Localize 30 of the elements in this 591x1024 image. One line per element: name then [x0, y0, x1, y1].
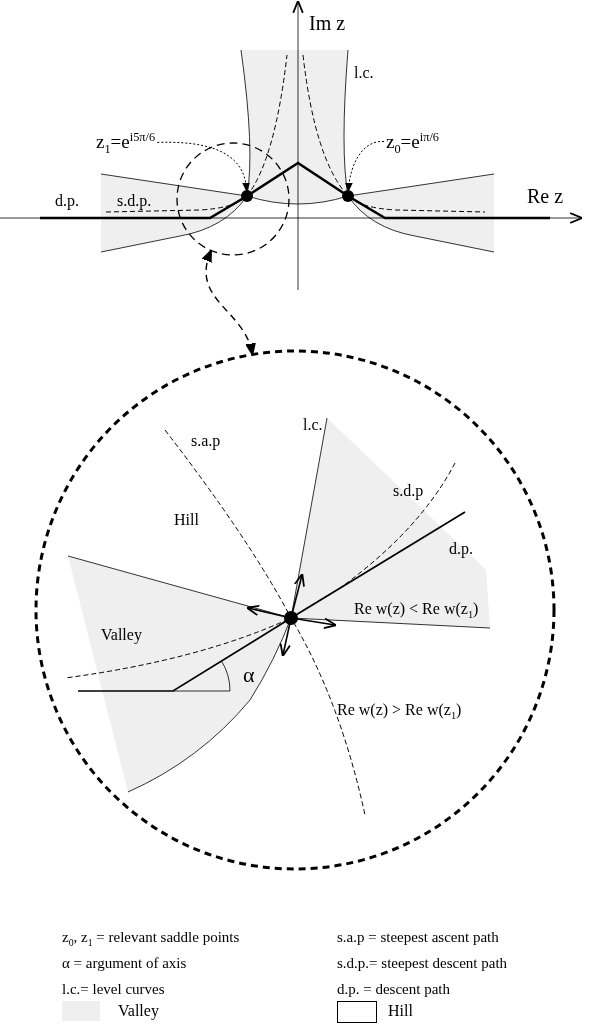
region-label: Valley — [101, 626, 142, 644]
curve-label: d.p. — [449, 540, 473, 558]
region-condition: Re w(z) < Re w(z$_{1}$) — [354, 600, 479, 621]
curve-label: s.d.p. — [117, 192, 152, 210]
legend-note: s.a.p = steepest ascent path — [337, 929, 499, 946]
legend-note: l.c.= level curves — [62, 981, 165, 998]
saddle-point-label: z$_{0}$=e$^{iπ/6}$ — [386, 130, 440, 157]
legend-label: Valley — [118, 1002, 159, 1020]
legend-note: α = argument of axis — [62, 955, 187, 972]
region-label: Hill — [174, 511, 199, 529]
legend-note: z$_{0}$, z$_{1}$ = relevant saddle points — [62, 929, 240, 949]
legend-label: Hill — [388, 1002, 413, 1020]
curve-label: l.c. — [303, 416, 323, 434]
angle-label: α — [243, 663, 255, 688]
double-arrow — [202, 249, 255, 356]
curve-label: s.a.p — [191, 432, 221, 450]
axis-label: Re z — [527, 185, 564, 207]
legend-note: s.d.p.= steepest descent path — [337, 955, 508, 972]
region-condition: Re w(z) > Re w(z$_{1}$) — [337, 701, 462, 722]
saddle-point-dot — [241, 190, 253, 202]
pointer-arrow — [156, 141, 250, 192]
curve-label: s.d.p — [393, 482, 424, 500]
saddle-point-label: z$_{1}$=e$^{i5π/6}$ — [96, 130, 156, 157]
axis-label: Im z — [309, 12, 346, 34]
zoom-region-circle — [176, 142, 290, 256]
curve-label: l.c. — [354, 64, 374, 82]
legend-note: d.p. = descent path — [337, 981, 450, 998]
curve-label: d.p. — [55, 192, 79, 210]
magnified-view-circle — [35, 350, 555, 870]
pointer-arrow — [345, 141, 385, 192]
